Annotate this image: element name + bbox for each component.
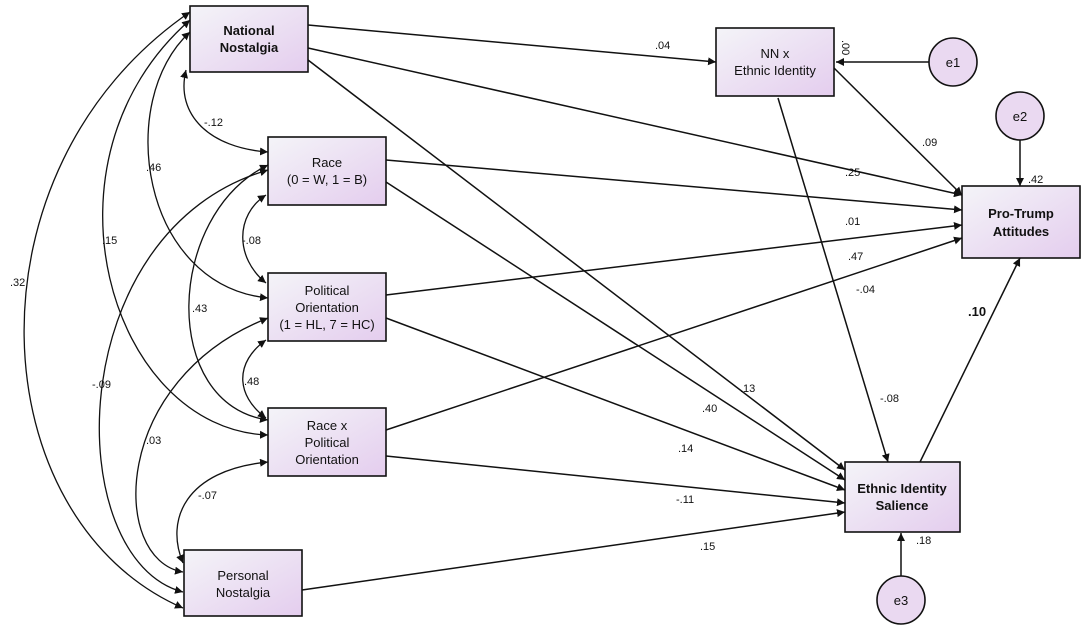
- coef-nn-trump: .25: [845, 167, 860, 179]
- coef-e2-variance: .42: [1028, 174, 1043, 186]
- covariances: [23, 11, 269, 609]
- race-line2: (0 = W, 1 = B): [287, 172, 367, 187]
- path-salience-trump: [919, 257, 1021, 463]
- coef-e3-variance: .18: [916, 535, 931, 547]
- coef-nnxe-salience: -.08: [880, 393, 899, 405]
- race-line1: Race: [312, 155, 342, 170]
- coef-salience-trump: .10: [968, 304, 986, 319]
- coefficient-labels: .04 .00 .25 .09 .42 .01 .47 -.04 -.08 .1…: [10, 40, 1043, 553]
- personal-nostalgia-line2: Nostalgia: [216, 585, 271, 600]
- national-nostalgia-line2: Nostalgia: [220, 40, 279, 55]
- coef-racexpol-salience: -.11: [676, 494, 694, 506]
- coef-cov-nn-pn: .32: [10, 277, 25, 289]
- nnxe-line2: Ethnic Identity: [734, 63, 816, 78]
- cov-political-personal: [135, 317, 269, 575]
- path-nostalgia-nnxe: [307, 24, 717, 66]
- coef-cov-nn-race: -.12: [204, 117, 223, 129]
- cov-race-personal: [98, 168, 269, 594]
- path-nnxe-trump: [833, 67, 963, 196]
- node-national-nostalgia: National Nostalgia: [189, 5, 309, 73]
- coef-pol-salience: .14: [678, 443, 693, 455]
- coef-nnxe-variance: .00: [839, 40, 851, 55]
- coef-race-trump: .01: [845, 216, 860, 228]
- cov-nostalgia-personal: [23, 11, 191, 609]
- coef-cov-pol-pn: .03: [146, 435, 161, 447]
- e2-label: e2: [1013, 109, 1027, 124]
- node-e2: e2: [995, 91, 1045, 141]
- cov-nostalgia-race: [180, 69, 269, 156]
- coef-cov-race-pol: -.08: [242, 235, 261, 247]
- coef-racexpol-trump: -.04: [856, 284, 875, 296]
- racexpol-line2: Political: [305, 435, 350, 450]
- political-line1: Political: [305, 283, 350, 298]
- coef-cov-rxp-pn: -.07: [198, 490, 217, 502]
- coef-nn-nnxe: .04: [655, 40, 670, 52]
- salience-line2: Salience: [876, 498, 929, 513]
- e1-label: e1: [946, 55, 960, 70]
- node-race: Race (0 = W, 1 = B): [267, 136, 387, 206]
- political-line3: (1 = HL, 7 = HC): [279, 317, 374, 332]
- coef-race-salience: .40: [702, 403, 717, 415]
- path-race-salience: [385, 181, 846, 481]
- node-e3: e3: [876, 575, 926, 625]
- node-e1: e1: [928, 37, 978, 87]
- salience-line1: Ethnic Identity: [857, 481, 947, 496]
- path-nnxe-salience: [777, 97, 890, 463]
- cov-racexpol-personal: [176, 458, 269, 564]
- path-racexpol-salience: [385, 455, 846, 507]
- coef-nnxe-trump: .09: [922, 137, 937, 149]
- node-race-x-political: Race x Political Orientation: [267, 407, 387, 477]
- trump-line1: Pro-Trump: [988, 206, 1054, 221]
- node-pro-trump-attitudes: Pro-Trump Attitudes: [961, 185, 1081, 259]
- path-political-trump: [385, 221, 963, 296]
- path-racexpol-trump: [385, 236, 963, 431]
- coef-cov-race-rxp: .43: [192, 303, 207, 315]
- coef-pn-salience: .15: [700, 541, 715, 553]
- node-nn-x-ethnic-identity: NN x Ethnic Identity: [715, 27, 835, 97]
- coef-nn-salience: .13: [740, 383, 755, 395]
- racexpol-line1: Race x: [307, 418, 348, 433]
- coef-cov-nn-rxp: .15: [102, 235, 117, 247]
- paths: [301, 24, 1024, 591]
- path-nostalgia-salience: [307, 59, 846, 471]
- node-personal-nostalgia: Personal Nostalgia: [183, 549, 303, 617]
- racexpol-line3: Orientation: [295, 452, 359, 467]
- coef-cov-pol-rxp: .48: [244, 376, 259, 388]
- path-nostalgia-trump: [307, 47, 963, 198]
- coef-cov-nn-pol: .46: [146, 162, 161, 174]
- nnxe-line1: NN x: [761, 46, 790, 61]
- coef-pol-trump: .47: [848, 251, 863, 263]
- node-ethnic-identity-salience: Ethnic Identity Salience: [844, 461, 961, 533]
- path-political-salience: [385, 317, 846, 491]
- personal-nostalgia-line1: Personal: [217, 568, 268, 583]
- e3-label: e3: [894, 593, 908, 608]
- trump-line2: Attitudes: [993, 224, 1049, 239]
- path-race-trump: [385, 159, 963, 214]
- path-personal-salience: [301, 509, 846, 591]
- national-nostalgia-line1: National: [223, 23, 274, 38]
- node-political-orientation: Political Orientation (1 = HL, 7 = HC): [267, 272, 387, 342]
- coef-cov-race-pn: -.09: [92, 379, 111, 391]
- political-line2: Orientation: [295, 300, 359, 315]
